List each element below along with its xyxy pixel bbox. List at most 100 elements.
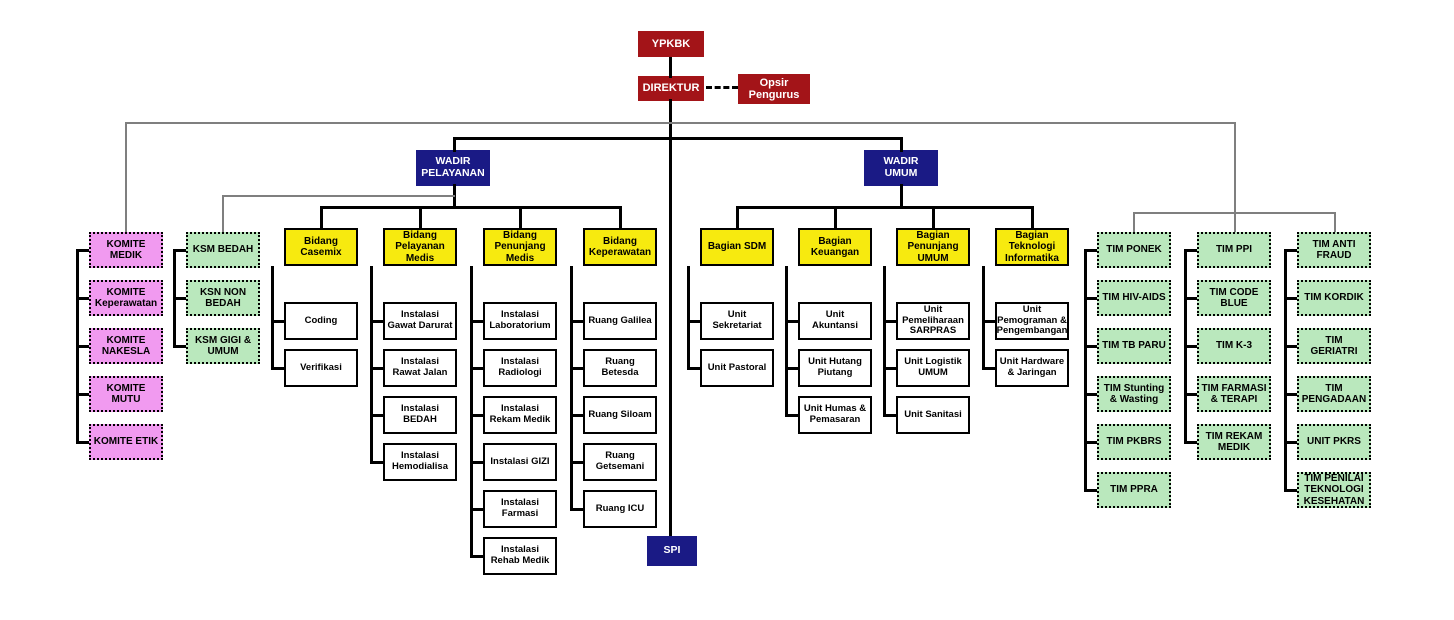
node-tim_1-2: TIM TB PARU [1097,328,1171,364]
node-komite-3: KOMITE MUTU [89,376,163,412]
node-teknologi_informatika-0: Unit Pemograman & Pengembangan [995,302,1069,340]
connector-line [1284,296,1297,300]
connector-line [419,206,422,228]
connector-line [271,366,284,370]
node-keperawatan-2: Ruang Siloam [583,396,657,434]
node-casemix-0: Coding [284,302,358,340]
connector-line [982,319,995,323]
connector-line [1084,248,1097,252]
node-teknologi_informatika-header: Bagian Teknologi Informatika [995,228,1069,266]
connector-line [271,266,274,370]
node-casemix-header: Bidang Casemix [284,228,358,266]
connector-line [222,195,455,197]
node-wadir-umum: WADIR UMUM [864,150,938,186]
connector-line [883,366,896,370]
node-keuangan-1: Unit Hutang Piutang [798,349,872,387]
connector-line [570,507,583,511]
connector-line [669,57,672,78]
connector-line [1184,296,1197,300]
node-opsir-pengurus: Opsir Pengurus [738,74,810,104]
connector-line [453,137,903,140]
connector-line [1284,488,1297,492]
node-penunjang_medis-5: Instalasi Rehab Medik [483,537,557,575]
connector-line [125,122,1236,124]
connector-line [1031,206,1034,228]
connector-line [1184,392,1197,396]
node-spi: SPI [647,536,697,566]
connector-line [1184,440,1197,444]
node-pelayanan_medis-1: Instalasi Rawat Jalan [383,349,457,387]
connector-line [370,366,383,370]
connector-line [1234,212,1236,232]
connector-line [1084,488,1097,492]
connector-line [173,344,186,348]
connector-line [370,413,383,417]
connector-line [370,266,373,464]
connector-line [1334,212,1336,232]
connector-line [1284,440,1297,444]
connector-line [519,206,522,228]
node-keperawatan-4: Ruang ICU [583,490,657,528]
node-keperawatan-0: Ruang Galilea [583,302,657,340]
connector-line [1084,250,1087,492]
node-wadir-pelayanan: WADIR PELAYANAN [416,150,490,186]
connector-line [470,507,483,511]
connector-line [1284,344,1297,348]
node-tim_3-2: TIM GERIATRI [1297,328,1371,364]
connector-line [470,266,473,558]
connector-line [76,344,89,348]
node-direktur: DIREKTUR [638,76,704,101]
connector-line [687,366,700,370]
node-tim_1-3: TIM Stunting & Wasting [1097,376,1171,412]
connector-line [706,86,738,89]
node-tim_1-4: TIM PKBRS [1097,424,1171,460]
connector-line [1284,248,1297,252]
node-komite-4: KOMITE ETIK [89,424,163,460]
connector-line [370,319,383,323]
node-pelayanan_medis-3: Instalasi Hemodialisa [383,443,457,481]
node-penunjang_medis-1: Instalasi Radiologi [483,349,557,387]
node-penunjang_umum-0: Unit Pemeliharaan SARPRAS [896,302,970,340]
connector-line [1184,248,1197,252]
connector-line [222,195,224,232]
connector-line [470,554,483,558]
node-tim_2-0: TIM PPI [1197,232,1271,268]
node-pelayanan_medis-0: Instalasi Gawat Darurat [383,302,457,340]
connector-line [932,206,935,228]
node-casemix-1: Verifikasi [284,349,358,387]
connector-line [453,139,456,152]
node-tim_2-2: TIM K-3 [1197,328,1271,364]
connector-line [982,266,985,370]
connector-line [883,413,896,417]
node-sdm-header: Bagian SDM [700,228,774,266]
connector-line [687,266,690,370]
connector-line [883,319,896,323]
node-keuangan-2: Unit Humas & Pemasaran [798,396,872,434]
connector-line [173,296,186,300]
connector-line [370,460,383,464]
connector-line [76,248,89,252]
connector-line [834,206,837,228]
connector-line [1284,250,1287,492]
connector-line [1184,344,1197,348]
connector-line [76,296,89,300]
connector-line [320,206,622,209]
connector-line [1234,122,1236,214]
connector-line [570,460,583,464]
node-tim_1-0: TIM PONEK [1097,232,1171,268]
connector-line [785,319,798,323]
node-pelayanan_medis-2: Instalasi BEDAH [383,396,457,434]
connector-line [1084,344,1097,348]
connector-line [320,206,323,228]
node-penunjang_umum-1: Unit Logistik UMUM [896,349,970,387]
connector-line [982,366,995,370]
node-ypkbk: YPKBK [638,31,704,57]
connector-line [76,392,89,396]
connector-line [687,319,700,323]
node-penunjang_umum-header: Bagian Penunjang UMUM [896,228,970,266]
node-ksm-2: KSM GIGI & UMUM [186,328,260,364]
connector-line [736,206,1034,209]
node-keperawatan-1: Ruang Betesda [583,349,657,387]
node-tim_3-3: TIM PENGADAAN [1297,376,1371,412]
node-tim_3-0: TIM ANTI FRAUD [1297,232,1371,268]
